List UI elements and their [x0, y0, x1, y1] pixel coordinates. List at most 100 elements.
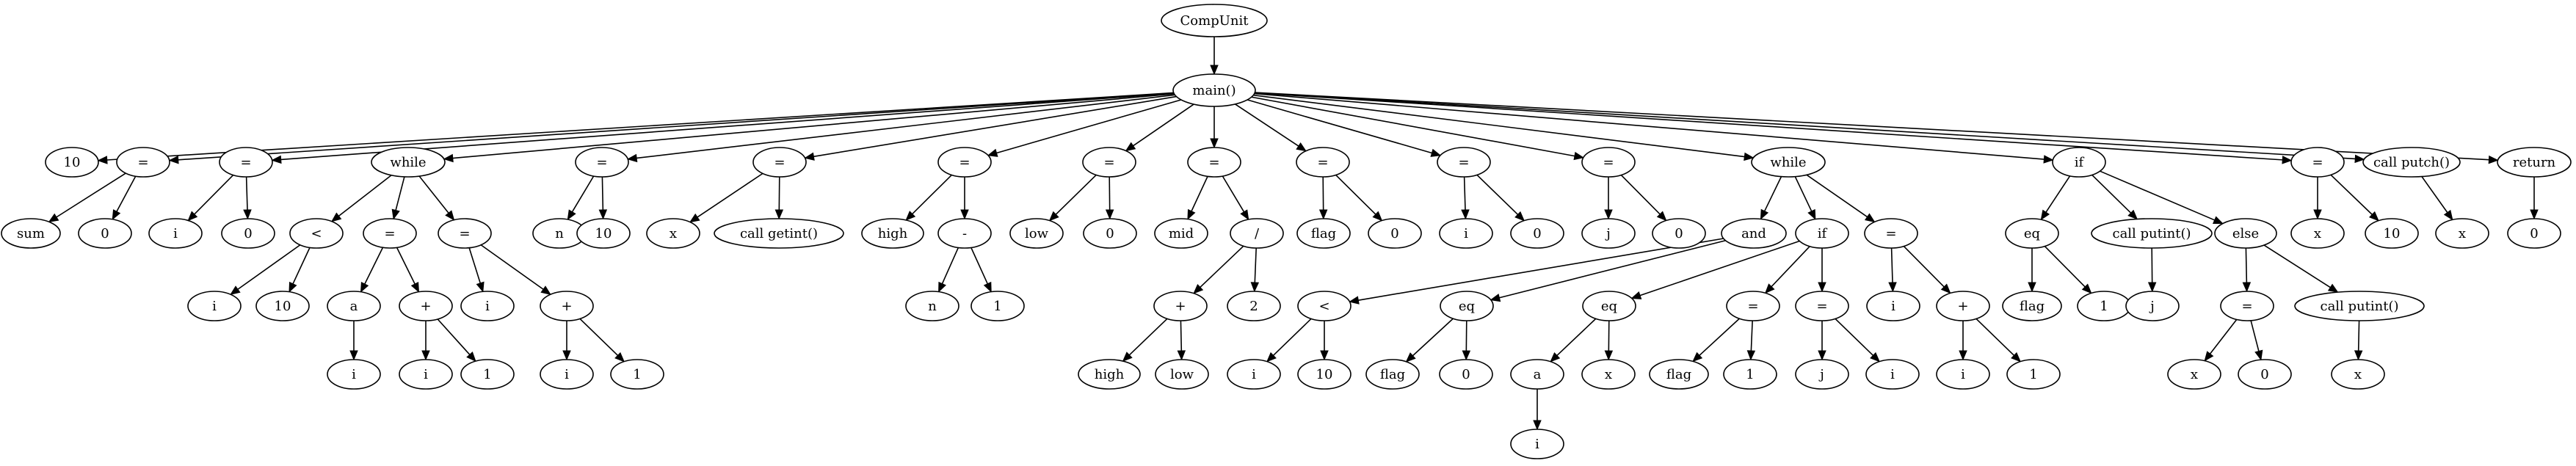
- edge-arrowhead: [540, 285, 551, 295]
- edge-n73-n74: [1888, 247, 1897, 293]
- edge-n13-n16: [396, 247, 420, 293]
- edge-line: [1903, 245, 1945, 288]
- node-ellipse: [861, 218, 924, 249]
- edge-n38-n39: [1187, 176, 1208, 220]
- ast-node-n49: i: [1439, 218, 1493, 249]
- node-ellipse: [1082, 147, 1136, 178]
- node-label: while: [390, 155, 426, 170]
- edge-n1-n2: [97, 92, 1174, 164]
- edge-line: [2250, 320, 2260, 352]
- edge-line: [1620, 174, 1661, 215]
- edge-arrowhead: [1746, 350, 1756, 361]
- node-label: =: [240, 155, 251, 170]
- edge-arrowhead: [243, 209, 252, 220]
- node-label: mid: [1169, 226, 1194, 241]
- edge-n3-n4: [48, 172, 126, 222]
- node-label: x: [2314, 226, 2321, 241]
- ast-node-n89: x: [2331, 359, 2385, 390]
- edge-n55-n59: [1490, 239, 1726, 302]
- edge-line: [2209, 318, 2238, 354]
- edge-n85-n86: [2204, 318, 2238, 362]
- node-label: main(): [1192, 83, 1236, 98]
- ast-node-n18: 1: [460, 359, 515, 390]
- ast-node-n0: CompUnit: [1161, 4, 1268, 37]
- edge-n41-n43: [1177, 320, 1186, 361]
- ast-node-n38: =: [1187, 147, 1241, 178]
- node-label: 0: [1462, 367, 1470, 382]
- node-label: i: [1535, 437, 1539, 452]
- edge-arrowhead: [1462, 350, 1471, 361]
- node-label: 10: [275, 299, 291, 314]
- ast-node-n40: /: [1230, 218, 1284, 249]
- edge-line: [813, 95, 1177, 158]
- edge-arrowhead: [689, 213, 700, 223]
- edge-arrowhead: [905, 211, 916, 221]
- node-ellipse: [1652, 218, 1706, 249]
- ast-node-n36: low: [1009, 218, 1064, 249]
- ast-node-n22: i: [540, 359, 594, 390]
- node-ellipse: [1864, 218, 1918, 249]
- ast-node-n34: 1: [970, 291, 1025, 321]
- node-ellipse: [1078, 359, 1141, 390]
- edge-n1-n93: [1255, 92, 2365, 164]
- edge-line: [194, 174, 234, 215]
- node-label: n: [928, 299, 937, 314]
- edge-arrowhead: [289, 281, 297, 293]
- edge-arrowhead: [1760, 208, 1769, 220]
- ast-node-n70: =: [1795, 291, 1849, 321]
- edge-line: [178, 92, 1174, 161]
- edge-line: [292, 247, 311, 285]
- node-ellipse: [2365, 218, 2419, 249]
- ast-node-n74: i: [1866, 291, 1920, 321]
- node-label: 0: [1106, 226, 1114, 241]
- edge-n64-n65: [1533, 389, 1542, 431]
- node-label: return: [2513, 155, 2556, 170]
- node-ellipse: [2006, 359, 2061, 390]
- node-label: =: [1103, 155, 1114, 170]
- ast-node-n69: 1: [1723, 359, 1777, 390]
- node-ellipse: [2052, 147, 2106, 178]
- edge-line: [338, 175, 392, 217]
- edge-line: [1247, 99, 1432, 154]
- edge-n85-n87: [2250, 320, 2263, 361]
- node-label: 10: [2384, 226, 2401, 241]
- edge-line: [601, 176, 604, 211]
- edge-n27-n29: [774, 176, 784, 220]
- edge-n1-n38: [1210, 106, 1219, 149]
- ast-node-n80: flag: [2002, 291, 2062, 321]
- edge-arrowhead: [360, 281, 369, 293]
- node-label: 0: [244, 226, 252, 241]
- node-ellipse: [1865, 359, 1920, 390]
- edge-n82-n83: [2147, 247, 2157, 293]
- edge-line: [1128, 318, 1168, 356]
- edge-n19-n20: [468, 247, 485, 293]
- edge-arrowhead: [1533, 420, 1542, 431]
- edge-n1-n35: [1125, 103, 1194, 152]
- ast-node-n5: 0: [78, 218, 132, 249]
- node-label: flag: [1380, 367, 1405, 382]
- node-ellipse: [1726, 291, 1780, 321]
- edge-arrowhead: [2327, 283, 2339, 293]
- node-ellipse: [1795, 218, 1849, 249]
- edge-n3-n5: [112, 175, 137, 220]
- edge-n75-n77: [1975, 318, 2022, 363]
- edge-arrowhead: [1105, 209, 1114, 220]
- ast-node-n76: i: [1936, 359, 1990, 390]
- edge-line: [2421, 176, 2448, 214]
- edge-n16-n18: [437, 318, 476, 363]
- ast-node-n65: i: [1510, 429, 1564, 459]
- node-label: /: [1255, 226, 1260, 241]
- edge-n27-n28: [689, 172, 763, 223]
- edge-line: [1975, 318, 2015, 356]
- ast-node-n33: n: [905, 291, 959, 321]
- edge-line: [1835, 318, 1874, 356]
- ast-node-n35: =: [1082, 147, 1136, 178]
- node-ellipse: [1795, 291, 1849, 321]
- ast-node-n94: x: [2435, 218, 2489, 249]
- node-ellipse: [1368, 218, 1422, 249]
- edge-line: [280, 92, 1175, 161]
- node-label: i: [565, 367, 569, 382]
- node-ellipse: [2290, 218, 2345, 249]
- node-ellipse: [752, 147, 807, 178]
- edge-layer: [48, 37, 2539, 431]
